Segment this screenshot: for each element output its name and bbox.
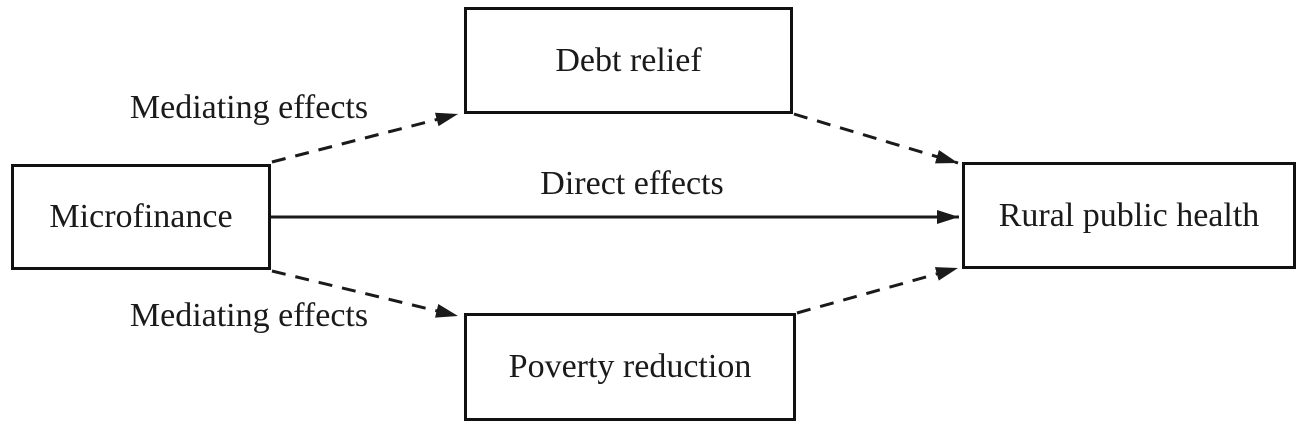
label-mediating-effects-bottom: Mediating effects xyxy=(129,297,369,334)
label-direct-effects: Direct effects xyxy=(540,165,724,202)
node-debt-relief-label: Debt relief xyxy=(555,41,702,79)
node-rural-public-health-label: Rural public health xyxy=(998,196,1260,234)
node-debt-relief: Debt relief xyxy=(464,7,793,114)
mediating-arrow-debt-relief-to-rural-public-health xyxy=(793,112,959,165)
node-microfinance-label: Microfinance xyxy=(49,198,233,235)
node-poverty-reduction-label: Poverty reduction xyxy=(508,348,752,385)
mediating-arrow-microfinance-to-poverty-reduction xyxy=(271,269,459,318)
label-mediating-effects-top: Mediating effects xyxy=(129,89,369,126)
node-poverty-reduction: Poverty reduction xyxy=(464,313,796,421)
mediating-arrow-poverty-reduction-to-rural-public-health xyxy=(796,266,959,315)
mediating-arrow-microfinance-to-debt-relief xyxy=(271,112,459,164)
node-microfinance: Microfinance xyxy=(11,164,271,270)
node-rural-public-health: Rural public health xyxy=(962,162,1296,269)
